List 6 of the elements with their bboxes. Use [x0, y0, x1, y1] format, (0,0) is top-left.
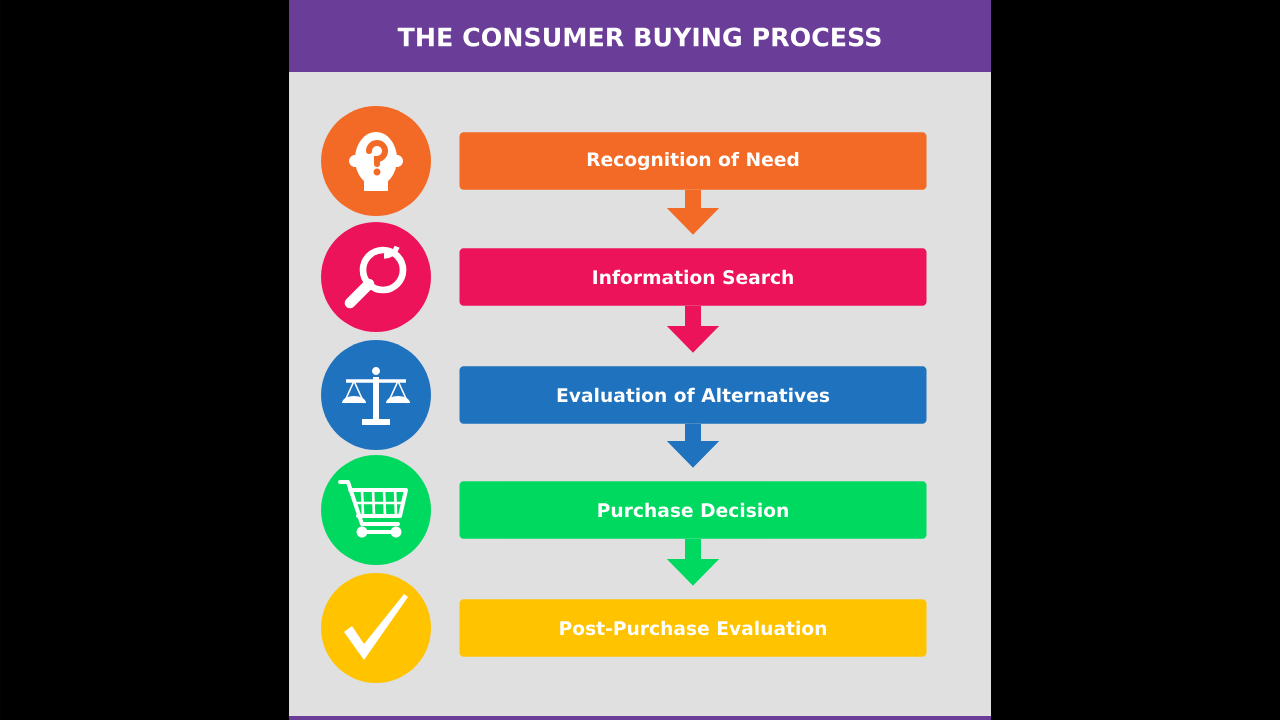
process-box: Evaluation of Alternatives	[459, 366, 927, 424]
process-box: Recognition of Need	[459, 132, 927, 190]
process-box: Post-Purchase Evaluation	[459, 599, 927, 657]
process-box: Purchase Decision	[459, 481, 927, 539]
process-box: Information Search	[459, 248, 927, 306]
title-banner: THE CONSUMER BUYING PROCESS	[289, 0, 991, 72]
